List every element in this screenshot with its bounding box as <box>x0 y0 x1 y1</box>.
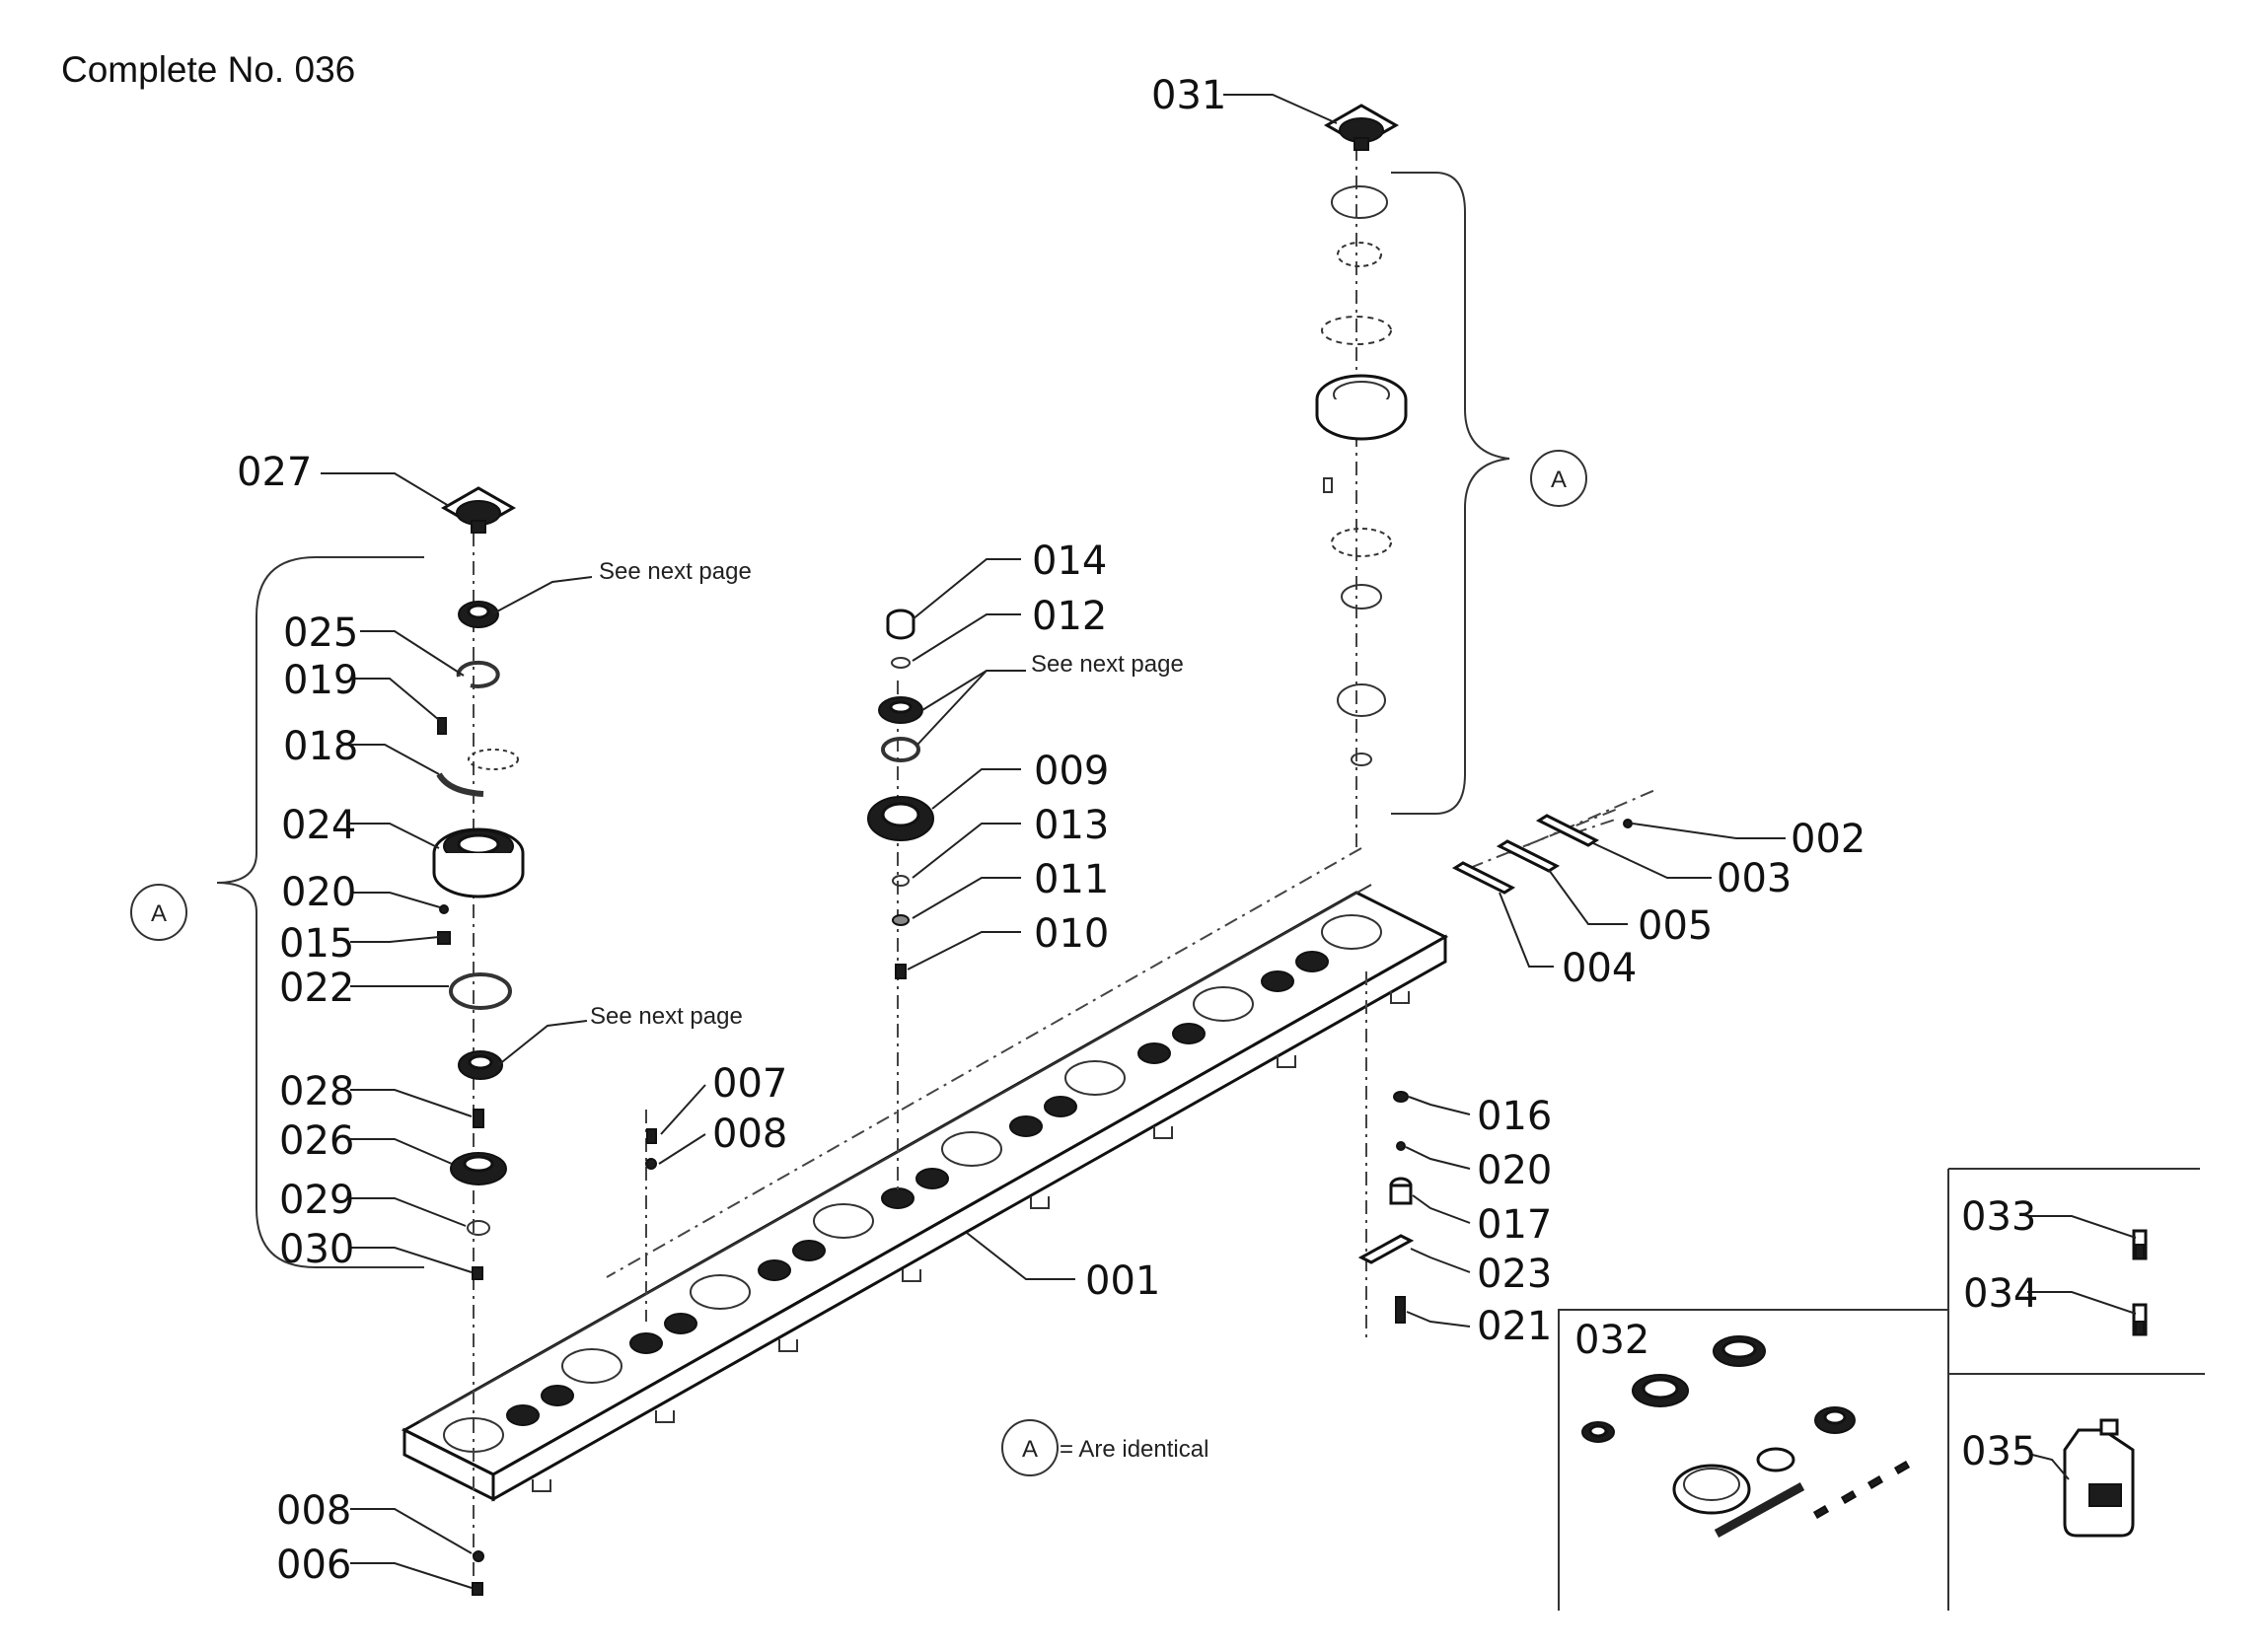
right-lower-stack <box>1357 1091 1415 1324</box>
part-label-002: 002 <box>1791 817 1866 862</box>
group-marker-right: A <box>1530 450 1587 507</box>
part-label-027: 027 <box>237 450 312 495</box>
leader-lines <box>321 94 2137 1589</box>
part-label-029: 029 <box>279 1178 354 1223</box>
legend-letter: A <box>1022 1436 1038 1463</box>
part-label-018: 018 <box>283 724 358 769</box>
part-label-028: 028 <box>279 1069 354 1114</box>
page-title: Complete No. 036 <box>61 49 356 90</box>
right-hub-stack <box>1315 104 1510 815</box>
part-label-006: 006 <box>276 1543 351 1588</box>
group-marker-letter: A <box>1551 467 1567 493</box>
part-label-010: 010 <box>1034 911 1109 957</box>
legend-text: = Are identical <box>1060 1436 1208 1463</box>
part-labels: 031 027 025 019 018 024 020 015 022 028 … <box>237 73 2038 1588</box>
group-marker-left: A <box>130 884 187 941</box>
part-label-001: 001 <box>1085 1258 1160 1304</box>
part-label-007: 007 <box>712 1061 787 1107</box>
see-next-page-note: See next page <box>590 1003 743 1030</box>
part-label-032: 032 <box>1574 1318 1649 1363</box>
bolt-and-washer-007-008 <box>645 1128 657 1170</box>
part-label-009: 009 <box>1034 749 1109 794</box>
part-label-031: 031 <box>1151 73 1226 118</box>
part-label-020: 020 <box>281 870 356 915</box>
kit-boxes <box>1558 1168 2205 1611</box>
part-label-022: 022 <box>279 966 354 1011</box>
see-next-page-note: See next page <box>599 558 752 585</box>
part-label-034: 034 <box>1963 1271 2038 1317</box>
part-label-035: 035 <box>1961 1429 2036 1474</box>
part-label-008: 008 <box>712 1112 787 1157</box>
left-hub-stack <box>216 486 525 1596</box>
part-label-025: 025 <box>283 610 358 656</box>
part-label-017: 017 <box>1477 1202 1552 1248</box>
part-label-016: 016 <box>1477 1094 1552 1139</box>
part-label-004: 004 <box>1562 946 1637 991</box>
middle-bearing-stack <box>867 609 934 979</box>
part-label-014: 014 <box>1032 538 1107 584</box>
part-label-008: 008 <box>276 1488 351 1534</box>
part-label-020: 020 <box>1477 1148 1552 1193</box>
part-label-030: 030 <box>279 1227 354 1272</box>
part-label-011: 011 <box>1034 857 1109 902</box>
part-label-015: 015 <box>279 921 354 967</box>
part-label-013: 013 <box>1034 803 1109 848</box>
group-marker-letter: A <box>151 900 167 927</box>
part-label-019: 019 <box>283 658 358 703</box>
part-label-026: 026 <box>279 1118 354 1164</box>
pins-002-005 <box>1451 814 1633 895</box>
part-label-003: 003 <box>1717 856 1792 901</box>
part-label-012: 012 <box>1032 594 1107 639</box>
cutter-bar-frame <box>401 884 1449 1502</box>
part-label-033: 033 <box>1961 1194 2036 1240</box>
see-next-page-note: See next page <box>1031 651 1184 678</box>
part-label-024: 024 <box>281 803 356 848</box>
part-label-023: 023 <box>1477 1252 1552 1297</box>
part-label-021: 021 <box>1477 1304 1552 1349</box>
part-label-005: 005 <box>1638 903 1713 949</box>
identical-legend: A = Are identical <box>1001 1419 1208 1476</box>
